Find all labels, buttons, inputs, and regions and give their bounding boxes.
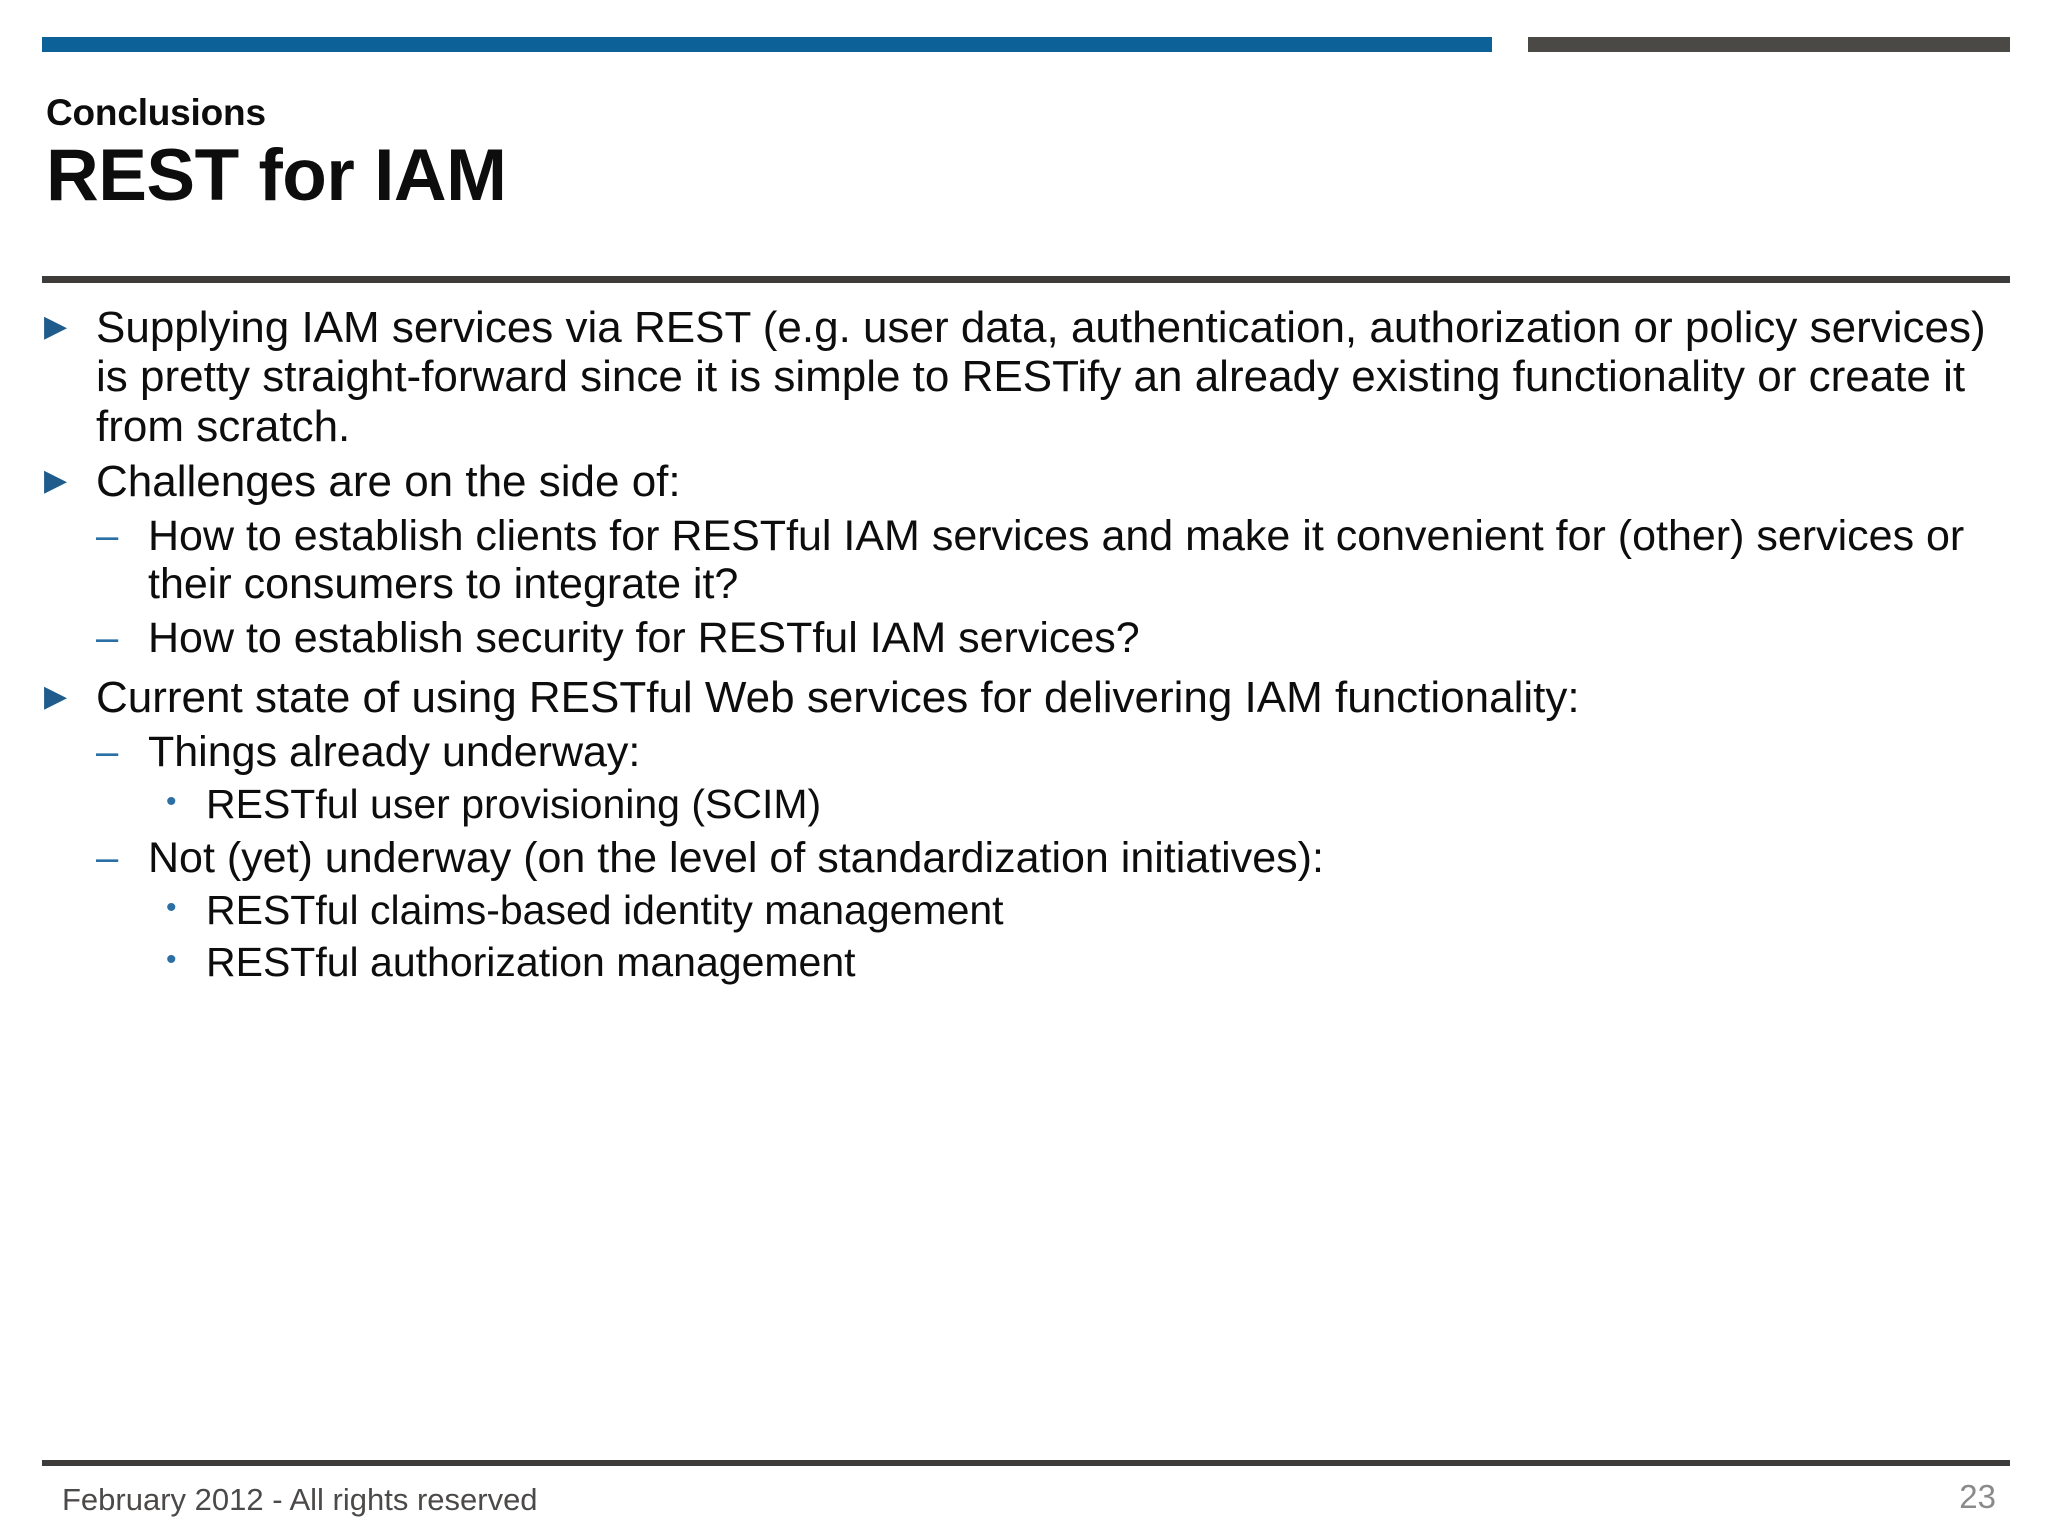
bullet-text: How to establish security for RESTful IA… bbox=[148, 614, 1140, 663]
footer-copyright: February 2012 - All rights reserved bbox=[62, 1482, 538, 1517]
header-accent-bar-blue bbox=[42, 37, 1492, 52]
bullet-text: Supplying IAM services via REST (e.g. us… bbox=[96, 303, 1986, 451]
slide-header: Conclusions REST for IAM bbox=[46, 92, 1646, 217]
triangle-bullet-icon: ▶ bbox=[44, 679, 68, 713]
footer-divider bbox=[42, 1460, 2010, 1466]
bullet-level1: ▶ Supplying IAM services via REST (e.g. … bbox=[42, 303, 2017, 451]
dash-bullet-icon: – bbox=[96, 616, 119, 661]
bullet-level2: – How to establish clients for RESTful I… bbox=[96, 512, 2017, 608]
bullet-level3: • RESTful user provisioning (SCIM) bbox=[150, 780, 2017, 828]
dot-bullet-icon: • bbox=[166, 942, 177, 976]
dash-bullet-icon: – bbox=[96, 835, 119, 880]
bullet-level2: – How to establish security for RESTful … bbox=[96, 614, 2017, 662]
triangle-bullet-icon: ▶ bbox=[44, 463, 68, 497]
triangle-bullet-icon: ▶ bbox=[44, 310, 68, 343]
bullet-text: RESTful claims-based identity management bbox=[206, 887, 1004, 934]
header-accent-bar-dark bbox=[1528, 37, 2010, 52]
bullet-level1: ▶ Challenges are on the side of: bbox=[42, 457, 2017, 506]
dash-bullet-icon: – bbox=[96, 514, 119, 559]
bullet-text: Not (yet) underway (on the level of stan… bbox=[148, 833, 1324, 882]
bullet-text: How to establish clients for RESTful IAM… bbox=[148, 512, 1965, 609]
bullet-text: RESTful user provisioning (SCIM) bbox=[206, 780, 822, 827]
dot-bullet-icon: • bbox=[166, 891, 177, 925]
dot-bullet-icon: • bbox=[166, 784, 177, 818]
header-divider bbox=[42, 276, 2010, 283]
bullet-text: Current state of using RESTful Web servi… bbox=[96, 672, 1580, 722]
page-title: REST for IAM bbox=[46, 135, 507, 217]
page-number: 23 bbox=[1959, 1478, 1996, 1515]
bullet-level1: ▶ Current state of using RESTful Web ser… bbox=[42, 673, 2017, 722]
bullet-text: Challenges are on the side of: bbox=[96, 456, 681, 506]
bullet-text: RESTful authorization management bbox=[206, 938, 856, 985]
section-eyebrow: Conclusions bbox=[46, 92, 266, 133]
dash-bullet-icon: – bbox=[96, 729, 119, 774]
bullet-text: Things already underway: bbox=[148, 727, 641, 776]
bullet-level3: • RESTful authorization management bbox=[150, 938, 2017, 986]
bullet-level3: • RESTful claims-based identity manageme… bbox=[150, 887, 2017, 934]
bullet-level2: – Not (yet) underway (on the level of st… bbox=[96, 834, 2017, 882]
slide-body: ▶ Supplying IAM services via REST (e.g. … bbox=[42, 303, 2017, 992]
bullet-level2: – Things already underway: bbox=[96, 728, 2017, 776]
